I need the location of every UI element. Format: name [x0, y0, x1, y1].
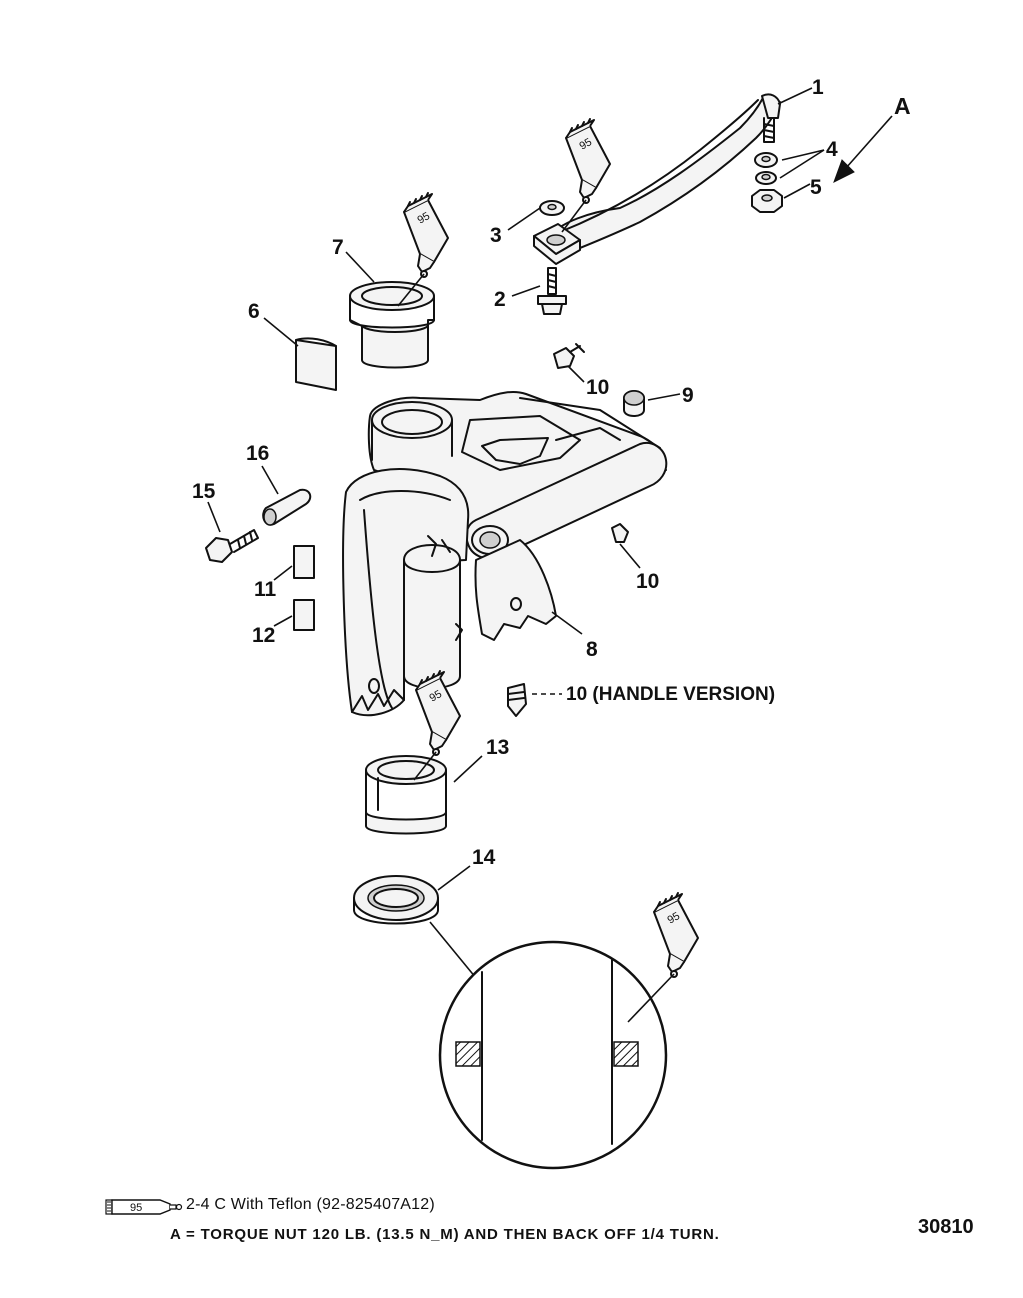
- steering-arm-pivot: [533, 223, 581, 265]
- drawing-number: 30810: [918, 1216, 974, 1238]
- sleeve-9: [623, 390, 645, 417]
- callout-9: 9: [682, 384, 694, 407]
- seal-14: [353, 875, 439, 925]
- pad-6: [295, 337, 337, 391]
- callout-12: 12: [252, 624, 275, 647]
- sealant-tube-lower-bushing: 95: [415, 670, 461, 756]
- seal-detail-view: [429, 921, 668, 1170]
- sealant-tube-upper-arm: 95: [565, 118, 611, 204]
- callout-13: 13: [486, 736, 509, 759]
- grease-fitting-10a: [553, 343, 585, 369]
- sealant-tube-upper-bushing: 95: [403, 192, 449, 278]
- callout-11: 11: [254, 578, 277, 601]
- steering-arm: [547, 93, 781, 253]
- svg-text:95: 95: [578, 136, 595, 153]
- callout-16: 16: [246, 442, 269, 465]
- callout-15: 15: [192, 480, 216, 503]
- callout-8: 8: [586, 638, 598, 661]
- svg-text:95: 95: [666, 910, 683, 927]
- pad-12: [293, 599, 315, 631]
- swivel-bracket-8: [342, 391, 668, 717]
- svg-text:95: 95: [130, 1202, 142, 1214]
- callout-a: A: [894, 93, 911, 119]
- callout-3: 3: [490, 224, 502, 247]
- legend-sealant-tube-icon: 95: [105, 1199, 183, 1215]
- washer-3: [539, 200, 565, 216]
- washers-4: [754, 152, 778, 185]
- callout-10-handle-version: 10 (HANDLE VERSION): [566, 684, 775, 705]
- svg-text:95: 95: [428, 688, 445, 705]
- arrow-a: [833, 115, 893, 184]
- sealant-tube-detail: 95: [653, 892, 699, 978]
- svg-text:95: 95: [416, 210, 433, 227]
- bolt-15: [205, 529, 259, 563]
- callout-14: 14: [472, 846, 496, 869]
- callout-2: 2: [494, 288, 506, 311]
- legend-sealant-description: 2-4 C With Teflon (92-825407A12): [186, 1196, 435, 1213]
- upper-bushing-7: [349, 281, 435, 369]
- callout-7: 7: [332, 236, 344, 259]
- callout-4: 4: [826, 138, 838, 161]
- grease-fitting-10b: [611, 523, 629, 543]
- lower-bushing-13: [365, 755, 447, 835]
- nut-5: [751, 189, 783, 213]
- callout-5: 5: [810, 176, 822, 199]
- callout-6: 6: [248, 300, 260, 323]
- grease-fitting-10c: [507, 683, 527, 717]
- callout-1: 1: [812, 76, 824, 99]
- screw-2: [537, 267, 567, 315]
- torque-note: A = TORQUE NUT 120 LB. (13.5 N_M) AND TH…: [170, 1226, 720, 1243]
- pin-16: [262, 488, 312, 526]
- exploded-parts-diagram: 95 95 95 95 1 A 4 5 3 7 2 6 10: [192, 76, 911, 1170]
- pad-11: [293, 545, 315, 579]
- callout-10-top: 10: [586, 376, 609, 399]
- callout-10-right: 10: [636, 570, 659, 593]
